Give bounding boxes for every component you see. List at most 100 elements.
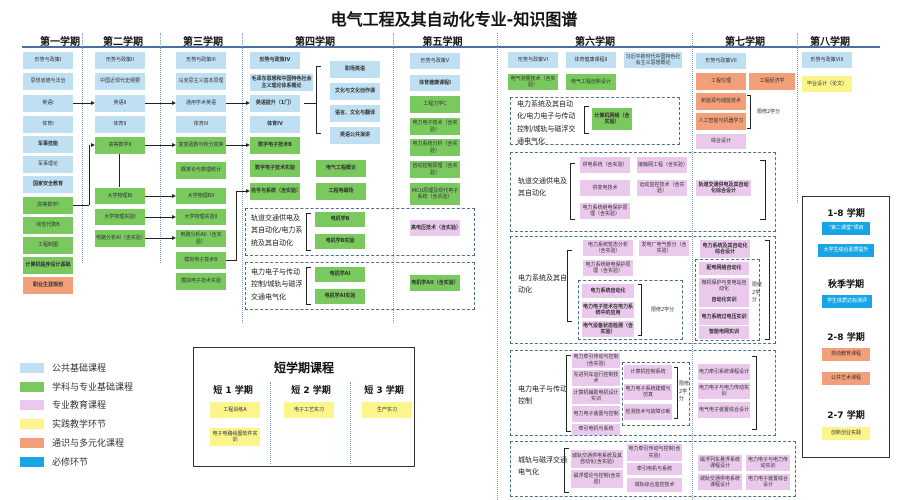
course-box[interactable]: 数字电子技术B <box>250 137 300 154</box>
course-box[interactable]: 英语提升（1门） <box>250 95 300 112</box>
course-box[interactable]: 大学物理BII <box>176 188 226 204</box>
course-box[interactable]: 大学物理BI <box>95 188 145 204</box>
course-box[interactable]: 工程电磁场 <box>316 183 366 200</box>
course-box[interactable]: 自动化实训 <box>699 294 749 307</box>
course-box[interactable]: 习近平新时代中国特色社会主义思想概论 <box>624 52 682 68</box>
course-box[interactable]: 城轨交通供电系统课程设计 <box>698 474 742 490</box>
course-box[interactable]: 马克思主义基本原理 <box>176 73 226 90</box>
course-box[interactable]: 城轨交通供电系统及其自动化(含实验) <box>571 450 623 468</box>
course-box[interactable]: 数字电子技术实验 <box>250 160 300 177</box>
course-box[interactable]: 微机保护与变电站自动化 <box>699 278 749 294</box>
course-box[interactable]: 创新创业实践 <box>822 427 870 440</box>
course-box[interactable]: 职业生涯规划 <box>23 277 73 294</box>
course-box[interactable]: 电力系统及其自动化综合设计 <box>700 240 750 258</box>
course-box[interactable]: 形势与政策I <box>23 52 73 69</box>
course-box[interactable]: 电力电子技术（含实验） <box>410 118 460 135</box>
course-box[interactable]: 牵引电机与系统 <box>627 463 682 475</box>
course-box[interactable]: 电力系统暂态分析（含实验） <box>583 240 633 256</box>
course-box[interactable]: 计算机控制系统 <box>624 365 672 379</box>
course-box[interactable]: 形势与政策VII <box>696 53 746 69</box>
course-box[interactable]: “第二课堂”项目 <box>822 222 870 235</box>
course-box[interactable]: 工程力学C <box>410 96 460 113</box>
course-box[interactable]: 电力系统自动化 <box>582 284 634 298</box>
course-box[interactable]: 配电网络自动化 <box>699 262 749 275</box>
course-box[interactable]: 毛泽东思想和中国特色社会主义理论体系概论 <box>250 74 313 91</box>
course-box[interactable]: 大学物理实验II <box>176 209 226 225</box>
course-box[interactable]: 电力系统继电保护原理（含实验） <box>580 203 630 219</box>
course-box[interactable]: 英语II <box>95 95 145 112</box>
course-box[interactable]: 远动监控技术（含实验） <box>637 180 687 196</box>
course-box[interactable]: 综合设计 <box>696 134 746 149</box>
course-box[interactable]: 电路分析AII（含实验） <box>176 230 226 247</box>
course-box[interactable]: 轨道交通供电及其自动化综合设计 <box>696 180 751 196</box>
course-box[interactable]: 复变函数与积分变换 <box>176 137 226 154</box>
course-box[interactable]: 电力电子技术在电力系统中的应用 <box>582 302 634 318</box>
course-box[interactable]: 检测技术与故障诊断 <box>624 404 672 420</box>
course-box[interactable]: 文化与文化创作课 <box>330 83 380 100</box>
course-box[interactable]: 学生体质达标测评 <box>822 295 872 308</box>
course-box[interactable]: MCU原理及现代电子系统（含实验） <box>410 183 460 205</box>
course-box[interactable]: 高等数学II <box>95 137 145 154</box>
course-box[interactable]: 牵引电机与系统 <box>572 424 620 435</box>
course-box[interactable]: 工程伦理 <box>696 73 746 90</box>
course-box[interactable]: 大学物理实验I <box>95 209 145 225</box>
course-box[interactable]: 电机学B实验 <box>315 234 365 249</box>
course-box[interactable]: 电子工艺实习 <box>284 402 334 418</box>
course-box[interactable]: 电力系统分析（含实验） <box>410 139 460 156</box>
course-box[interactable]: 计算机辅助电机设计实训 <box>572 388 620 404</box>
course-box[interactable]: 电气电子装置综合设计 <box>698 402 750 418</box>
course-box[interactable]: 电力电子系统建模与仿真 <box>624 384 672 400</box>
course-box[interactable]: 英语I <box>23 95 73 112</box>
course-box[interactable]: 磁浮列车悬浮系统课程设计 <box>698 455 742 471</box>
course-box[interactable]: 工程训练A <box>210 402 260 418</box>
course-box[interactable]: 高电压技术（含实验） <box>410 220 461 236</box>
course-box[interactable]: 模拟电子技术B <box>176 252 226 269</box>
course-box[interactable]: 城轨综合监控技术 <box>627 478 682 492</box>
course-box[interactable]: 形势与政策III <box>176 52 226 69</box>
course-box[interactable]: 体育健康课程II <box>566 52 616 68</box>
course-box[interactable]: 计算机程序设计基础 <box>23 257 73 274</box>
course-box[interactable]: 供变电技术 <box>580 180 630 196</box>
course-box[interactable]: 电机学AI实验 <box>315 289 365 304</box>
course-box[interactable]: 思想道德与法治 <box>23 73 73 90</box>
course-box[interactable]: 形势与政策IV <box>250 52 300 69</box>
course-box[interactable]: 电力牵引系统课程设计 <box>698 364 750 380</box>
course-box[interactable]: 电气工程概论 <box>316 160 366 177</box>
course-box[interactable]: 电力牵引传动与控制(含实验) <box>627 444 682 461</box>
course-box[interactable]: 大学生综合素质提升 <box>818 244 874 257</box>
course-box[interactable]: 工程经济学 <box>749 73 795 90</box>
course-box[interactable]: 体育健康课程I <box>410 75 460 91</box>
course-box[interactable]: 中国近现代史纲要 <box>95 73 145 90</box>
course-box[interactable]: 生产实习 <box>362 402 412 418</box>
course-box[interactable]: 高等数学I <box>23 197 73 214</box>
course-box[interactable]: 英语公共演讲 <box>330 127 380 144</box>
course-box[interactable]: 语言、文化与翻译 <box>330 105 380 122</box>
course-box[interactable]: 通用学术英语 <box>176 95 226 112</box>
course-box[interactable]: 计算机网络（含实验） <box>592 108 632 130</box>
course-box[interactable]: 智能电网实训 <box>699 326 749 339</box>
course-box[interactable]: 接触网工程（含实验） <box>637 157 688 173</box>
course-box[interactable]: 形势与政策VIII <box>802 52 852 68</box>
course-box[interactable]: 职场英语 <box>330 61 380 78</box>
course-box[interactable]: 形势与政策V <box>410 53 460 69</box>
course-box[interactable]: 军事技能 <box>23 136 73 153</box>
course-box[interactable]: 电气测量技术（含实验） <box>508 74 558 90</box>
course-box[interactable]: 电机学AI <box>315 267 365 282</box>
course-box[interactable]: 体育IV <box>250 116 300 133</box>
course-box[interactable]: 人工智能与机器学习 <box>696 113 746 130</box>
course-box[interactable]: 发电厂电气部分（含实验） <box>639 240 689 256</box>
course-box[interactable]: 电力电子装置综合设计 <box>746 474 790 490</box>
course-box[interactable]: 工程制图 <box>23 237 73 254</box>
course-box[interactable]: 线性代数B <box>23 217 73 234</box>
course-box[interactable]: 电机学B <box>315 212 365 227</box>
course-box[interactable]: 自动控制原理（含实验） <box>410 161 460 178</box>
course-box[interactable]: 体育II <box>95 116 145 133</box>
course-box[interactable]: 新能源与储能技术 <box>696 93 746 110</box>
course-box[interactable]: 电路分析AI（含实验） <box>95 230 146 247</box>
course-box[interactable]: 电力电子与电力传动实训 <box>698 383 750 399</box>
course-box[interactable]: 电气工程创新设计 <box>566 74 616 90</box>
course-box[interactable]: 电力牵引传动与控制(含实验) <box>572 353 620 368</box>
course-box[interactable]: 先进列车运行控制技术 <box>572 370 620 386</box>
course-box[interactable]: 电力系统过电压实训 <box>699 309 749 325</box>
course-box[interactable]: 毕业设计（论文） <box>802 76 852 92</box>
